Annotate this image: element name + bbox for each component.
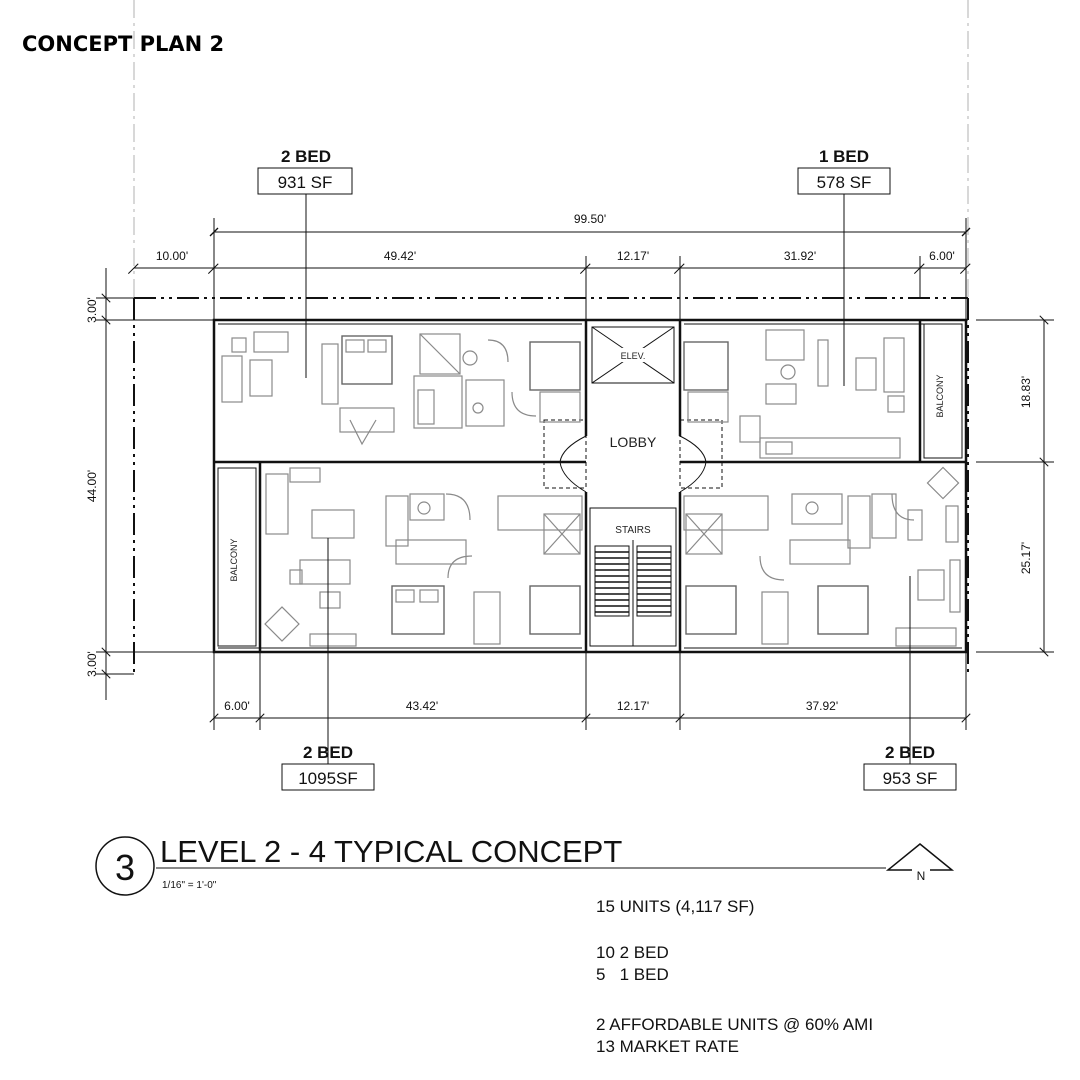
north-label: N <box>917 869 926 883</box>
drawing-title-block: 3 LEVEL 2 - 4 TYPICAL CONCEPT 1/16" = 1'… <box>95 834 955 896</box>
unit-tag-area: 1095SF <box>298 769 358 788</box>
summary-affordable: 2 AFFORDABLE UNITS @ 60% AMI <box>596 1015 873 1034</box>
lobby-label: LOBBY <box>610 434 657 450</box>
dim-top-unit-right: 31.92' <box>784 249 816 263</box>
dim-top-left-setback: 10.00' <box>156 249 188 263</box>
dim-right-lower: 25.17' <box>1019 542 1033 574</box>
dim-left-overall: 44.00' <box>85 470 99 502</box>
dim-left-bottom-setback: 3.00' <box>85 651 99 677</box>
dim-bottom-unit-right: 37.92' <box>806 699 838 713</box>
balcony-label-left: BALCONY <box>229 538 239 581</box>
dimension-labels: 99.50' 10.00' 49.42' 12.17' 31.92' 6.00'… <box>85 212 1033 713</box>
drawing-number: 3 <box>115 847 135 888</box>
dim-right-upper: 18.83' <box>1019 376 1033 408</box>
drawing-title: LEVEL 2 - 4 TYPICAL CONCEPT <box>160 834 622 869</box>
building-walls <box>212 318 968 654</box>
dim-bottom-unit-left: 43.42' <box>406 699 438 713</box>
unit-tag-area: 953 SF <box>883 769 938 788</box>
dim-top-right-setback: 6.00' <box>929 249 955 263</box>
stairs-label: STAIRS <box>615 525 651 536</box>
unit-tags: 2 BED 931 SF 1 BED 578 SF 2 BED 1095SF 2… <box>257 147 957 791</box>
balcony-label-right: BALCONY <box>935 374 945 417</box>
page-title: CONCEPT PLAN 2 <box>22 32 224 56</box>
unit-tag-name: 1 BED <box>819 147 869 166</box>
summary-total-units: 15 UNITS (4,117 SF) <box>596 897 754 916</box>
elevator-label: ELEV. <box>621 351 646 361</box>
unit-tag-name: 2 BED <box>885 743 935 762</box>
unit-tag-name: 2 BED <box>303 743 353 762</box>
unit-tag-area: 931 SF <box>278 173 333 192</box>
unit-tag-area: 578 SF <box>817 173 872 192</box>
summary-market-rate: 13 MARKET RATE <box>596 1037 739 1056</box>
dimension-lines <box>96 218 1054 730</box>
dim-bottom-left-setback: 6.00' <box>224 699 250 713</box>
dim-top-overall: 99.50' <box>574 212 606 226</box>
dim-bottom-core: 12.17' <box>617 699 649 713</box>
unit-summary: 15 UNITS (4,117 SF) 10 2 BED 5 1 BED 2 A… <box>596 897 873 1056</box>
balconies: BALCONY BALCONY <box>217 323 963 647</box>
building-core: ELEV. LOBBY STAIRS <box>543 326 723 647</box>
dim-top-unit-left: 49.42' <box>384 249 416 263</box>
dim-top-core: 12.17' <box>617 249 649 263</box>
furniture-fixtures <box>221 329 961 647</box>
summary-two-bed: 10 2 BED <box>596 943 669 962</box>
dim-left-top-setback: 3.00' <box>85 297 99 323</box>
summary-one-bed: 5 1 BED <box>596 965 669 984</box>
north-arrow-icon <box>885 843 955 871</box>
unit-tag-name: 2 BED <box>281 147 331 166</box>
drawing-scale: 1/16" = 1'-0" <box>162 880 217 891</box>
drawing-number-bubble <box>95 836 155 896</box>
